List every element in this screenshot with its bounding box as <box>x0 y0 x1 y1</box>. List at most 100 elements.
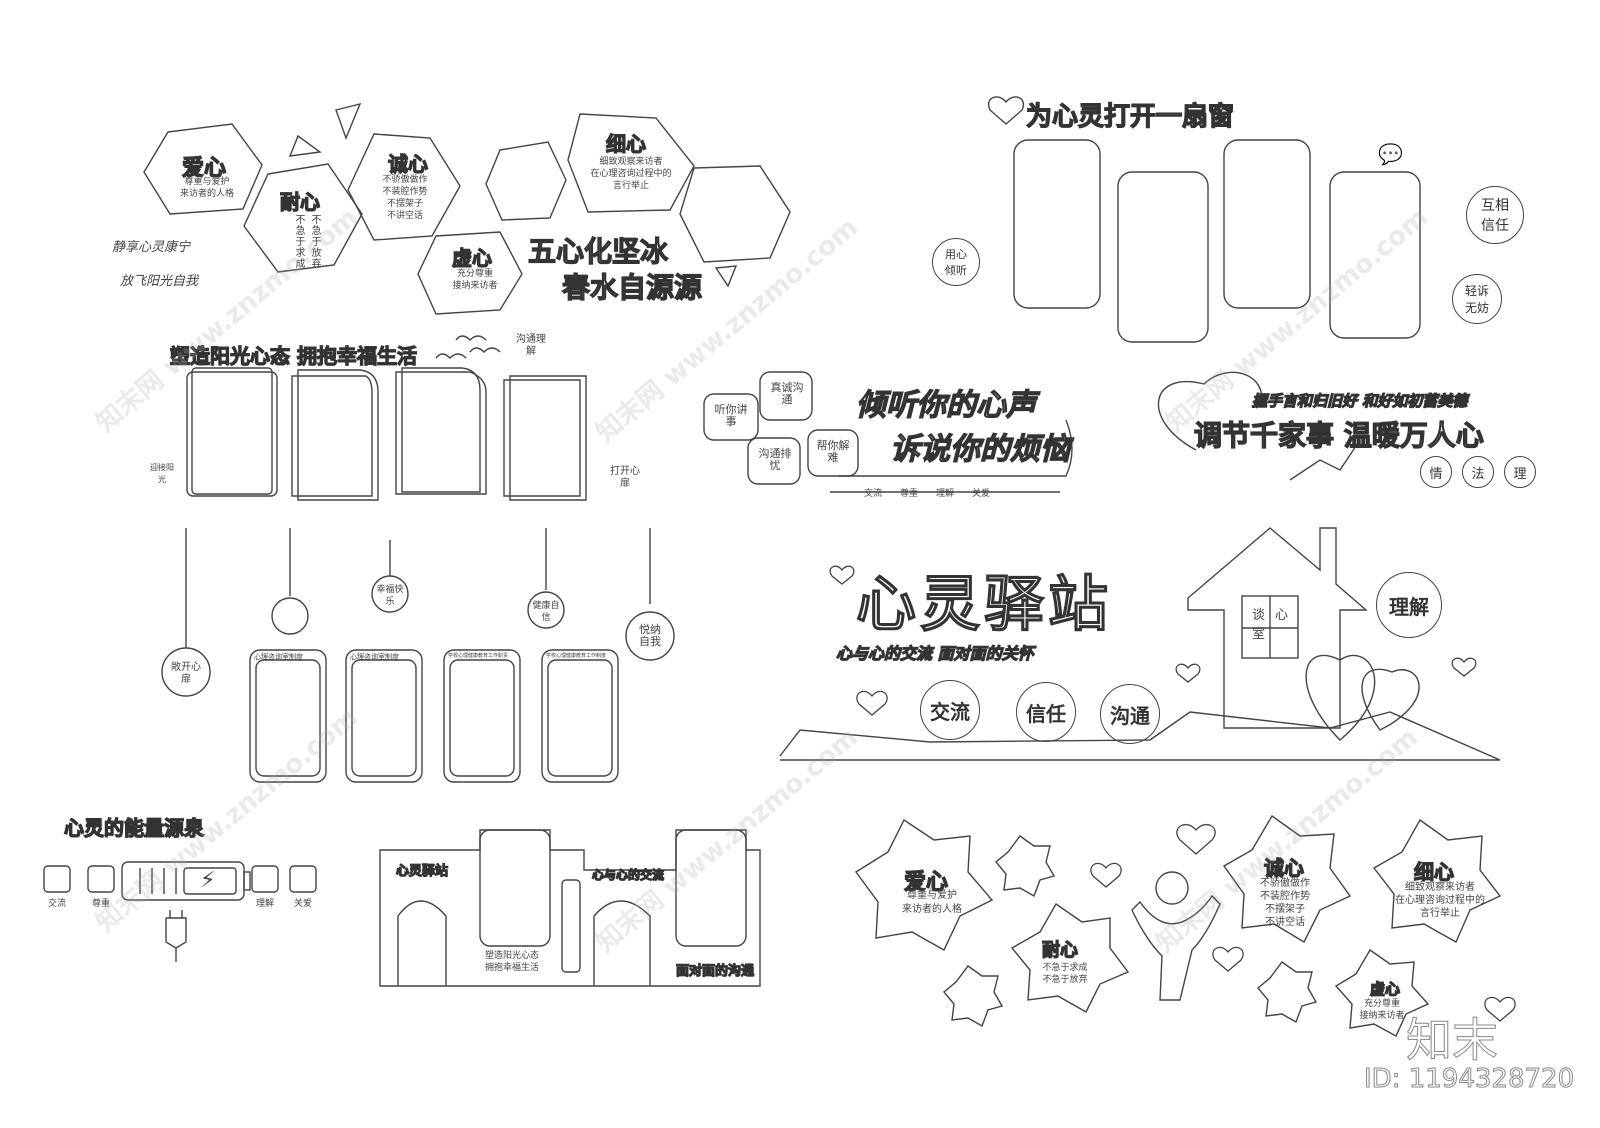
lightning-icon: ⚡ <box>200 868 216 893</box>
star-sincere-title: 诚心 <box>1263 855 1304 880</box>
window-2 <box>1117 171 1209 343</box>
triangle-2 <box>335 102 362 140</box>
hex-patience-col2: 不急于放弃 <box>309 214 320 269</box>
listen-title2: 诉说你的烦恼 <box>889 431 1070 467</box>
five-hearts-title2: 春水自源源 <box>561 270 703 304</box>
hex-humble-title: 虚心 <box>451 245 492 270</box>
star-sincere-line2: 不装腔作势 <box>1260 891 1310 902</box>
star-sincere-line3: 不摆架子 <box>1265 904 1305 915</box>
logo-text: 知末 <box>1406 1013 1499 1068</box>
star-love-line1: 尊重与爱护 <box>907 890 957 901</box>
hex-blank-2 <box>679 165 791 263</box>
star-careful-line3: 言行举止 <box>1420 908 1460 919</box>
star-love-title: 爱心 <box>903 869 949 895</box>
star-patience-line1: 不急于求成 <box>1042 963 1088 973</box>
triangle-1 <box>288 134 322 157</box>
station-c2: 信任 <box>1016 682 1076 742</box>
station-c3-text: 沟通 <box>1110 703 1150 728</box>
star-humble-line2: 接纳来访者 <box>1359 1011 1405 1021</box>
hex-patience-shape <box>243 163 363 273</box>
bulb-open-shape <box>161 647 211 697</box>
sunshine-title: 塑造阳光心态 拥抱幸福生活 <box>169 343 417 368</box>
mediate-c3: 理 <box>1504 456 1536 488</box>
mediate-c1-text: 情 <box>1429 466 1443 482</box>
mediate-line1: 握手言和归旧好 和好如初蓄美德 <box>1251 391 1468 410</box>
hex-patience-col1: 不急于求成 <box>293 214 304 269</box>
star-humble-shape <box>1334 948 1430 1037</box>
mediate-c1: 情 <box>1420 456 1452 488</box>
bulb-happy-label: 幸福快乐 <box>376 585 404 607</box>
energy-i3: 理解 <box>255 899 274 909</box>
mediate-c3-text: 理 <box>1513 466 1527 482</box>
board-2 <box>345 649 423 783</box>
hex-careful-line1: 细致观察来访者 <box>599 157 663 167</box>
bulb-health-label: 健康自信 <box>532 601 560 623</box>
energy-i2: 尊重 <box>91 899 110 909</box>
station-room: 谈心室 <box>1252 608 1299 642</box>
energy-i1: 交流 <box>47 899 66 909</box>
bulb-health-shape <box>527 591 565 629</box>
mediate-heart <box>1157 371 1263 451</box>
star-blank-2 <box>943 965 1004 1028</box>
hex-careful-title: 细心 <box>605 131 646 156</box>
hex-love-line1: 尊重与爱护 <box>184 177 230 187</box>
listen-banner <box>830 419 1073 493</box>
hex-humble-shape <box>417 231 523 315</box>
star-patience-line2: 不急于放弃 <box>1042 975 1088 985</box>
star-careful-shape <box>1372 818 1502 943</box>
mediate-line2: 调节千家事 温暖万人心 <box>1193 418 1484 452</box>
hex-patience-title: 耐心 <box>279 189 320 214</box>
hex-careful-line3: 言行举止 <box>612 181 649 191</box>
station-c3: 沟通 <box>1100 684 1160 744</box>
bubble-4: 帮你解难 <box>816 439 850 464</box>
hex-sincere-line1: 不骄傲做作 <box>382 175 428 185</box>
station-c1-text: 交流 <box>930 699 970 724</box>
star-careful-line1: 细致观察来访者 <box>1405 882 1475 893</box>
bulb-plain-shape <box>271 597 309 635</box>
listen-heart-4: 关爱 <box>971 489 990 499</box>
board-4 <box>541 649 619 783</box>
bulb-open-label: 敞开心扉 <box>171 662 201 685</box>
board-3 <box>443 649 521 783</box>
frame-1 <box>191 367 273 495</box>
listen-heart-3: 理解 <box>935 489 954 499</box>
gate-left-label: 心灵驿站 <box>395 863 449 879</box>
five-hearts-title1: 五心化坚冰 <box>527 234 669 268</box>
station-understand: 理解 <box>1376 572 1442 638</box>
bubble-3: 沟通排忧 <box>758 447 792 472</box>
frame-2 <box>297 369 379 501</box>
house-shape <box>1187 527 1368 729</box>
star-blank-3 <box>1257 961 1318 1024</box>
hex-sincere-title: 诚心 <box>387 151 428 176</box>
slogan-b: 放飞阳光自我 <box>120 274 199 289</box>
chat-icon: 💬 <box>1378 142 1403 166</box>
star-patience-title: 耐心 <box>1041 939 1078 961</box>
listen-heart-1: 交流 <box>863 489 882 499</box>
gate-right-label: 心与心的交流 <box>591 867 665 882</box>
figure-head <box>1155 871 1189 905</box>
slogan-a: 静享心灵康宁 <box>112 240 191 255</box>
star-humble-line1: 充分尊重 <box>1363 999 1400 1009</box>
board-3-title: 学校心理健康教育工作职责 <box>448 653 509 659</box>
frame-3 <box>401 367 481 493</box>
gate-caption1: 塑造阳光心态 <box>484 951 539 961</box>
board-1-title: 心理咨询室制度 <box>254 653 303 661</box>
star-blank-1 <box>995 835 1056 898</box>
circle-listen: 用心倾听 <box>932 238 980 286</box>
gate-bottom-right: 面对面的沟通 <box>675 963 755 979</box>
mediate-c2: 法 <box>1462 456 1494 488</box>
hex-love-title: 爱心 <box>181 155 227 181</box>
tag-open: 打开心扉 <box>610 466 640 489</box>
double-heart <box>1305 654 1420 741</box>
star-love-shape <box>854 818 994 951</box>
station-c2-text: 信任 <box>1026 701 1066 726</box>
image-id: ID: 1194328720 <box>1363 1064 1575 1095</box>
bubble-1: 听你讲事 <box>714 403 748 428</box>
hex-careful-shape <box>567 113 695 213</box>
energy-title: 心灵的能量源泉 <box>63 815 204 840</box>
star-humble-title: 虚心 <box>1369 979 1401 998</box>
hex-love-line2: 来访者的人格 <box>179 189 234 199</box>
figure-body <box>1131 894 1221 1001</box>
mediate-c2-text: 法 <box>1471 466 1485 482</box>
